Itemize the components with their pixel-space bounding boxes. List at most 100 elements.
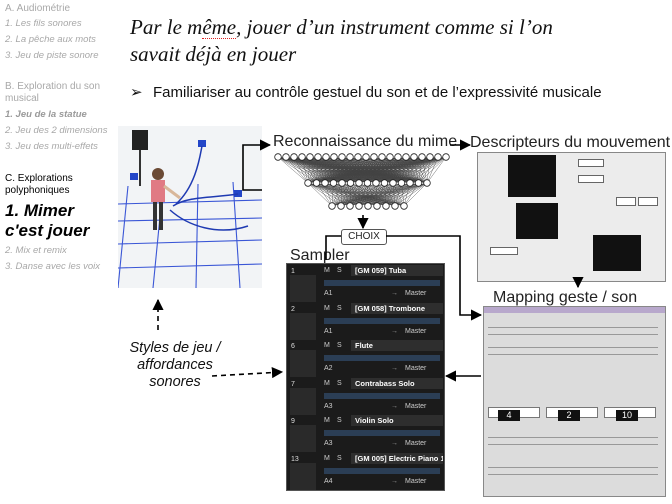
section-a-heading[interactable]: A. Audiométrie <box>5 3 71 14</box>
network-node <box>397 179 406 187</box>
route-arrow-icon: → <box>391 402 398 410</box>
styles-text-line-1: Styles de jeu / <box>129 340 221 356</box>
mute-button[interactable]: M <box>324 342 330 349</box>
network-node <box>400 202 408 210</box>
section-c-item-2[interactable]: 2. Mix et remix <box>5 245 67 256</box>
root-note[interactable]: A3 <box>324 440 333 447</box>
note-range-bar[interactable] <box>324 280 440 286</box>
mute-button[interactable]: M <box>324 304 330 312</box>
section-b-item-2[interactable]: 2. Jeu des 2 dimensions <box>5 125 108 136</box>
solo-button[interactable]: S <box>337 417 342 424</box>
network-node <box>380 179 389 187</box>
network-node <box>346 179 355 187</box>
spellcheck-underline <box>202 36 236 39</box>
network-node <box>282 153 290 161</box>
instrument-name[interactable]: Contrabass Solo <box>351 377 443 389</box>
root-note[interactable]: A1 <box>324 327 333 335</box>
instrument-name[interactable]: [GM 059] Tuba <box>351 265 443 276</box>
network-node <box>274 153 282 161</box>
note-range-bar[interactable] <box>324 392 440 399</box>
root-note[interactable]: A3 <box>324 402 333 410</box>
section-b-item-1[interactable]: 1. Jeu de la statue <box>5 109 87 120</box>
route-arrow-icon: → <box>391 290 398 297</box>
output-bus[interactable]: Master <box>405 365 427 372</box>
note-range-bar[interactable] <box>324 317 440 324</box>
recognition-label: Reconnaissance du mime <box>273 133 458 150</box>
root-note[interactable]: A1 <box>324 290 333 297</box>
output-bus[interactable]: Master <box>405 402 427 410</box>
note-range-bar[interactable] <box>324 355 440 361</box>
styles-text-line-3: sonores <box>149 374 201 390</box>
network-node <box>329 179 338 187</box>
route-arrow-icon: → <box>391 327 398 335</box>
section-a-item-2[interactable]: 2. La pêche aux mots <box>5 34 96 45</box>
network-node <box>298 153 306 161</box>
network-node <box>389 179 397 187</box>
instrument-name[interactable]: [GM 005] Electric Piano 1 <box>351 452 443 464</box>
descriptor-graph-3 <box>593 235 641 271</box>
network-node <box>418 153 426 161</box>
section-b-item-3[interactable]: 3. Jeu des multi-effets <box>5 141 98 152</box>
descriptor-graph-2 <box>516 203 558 239</box>
network-node <box>426 153 434 161</box>
track-number: 7 <box>291 380 295 388</box>
instrument-name[interactable]: [GM 058] Trombone <box>351 302 443 314</box>
instrument-thumbnail <box>290 462 316 490</box>
track-number: 2 <box>291 305 295 313</box>
instrument-thumbnail <box>290 350 316 377</box>
network-node <box>354 153 362 161</box>
instrument-name[interactable]: Flute <box>351 340 443 351</box>
output-bus[interactable]: Master <box>405 440 427 447</box>
output-bus[interactable]: Master <box>405 477 427 485</box>
sampler-label: Sampler <box>290 247 350 264</box>
solo-button[interactable]: S <box>337 342 342 349</box>
solo-button[interactable]: S <box>337 304 342 312</box>
network-node <box>434 153 442 161</box>
solo-button[interactable]: S <box>337 267 342 274</box>
output-bus[interactable]: Master <box>405 290 427 297</box>
network-node <box>330 153 338 161</box>
network-node <box>372 179 380 187</box>
mapping-value-2[interactable]: 2 <box>558 410 580 421</box>
section-b-heading[interactable]: B. Exploration du son musical <box>5 81 101 104</box>
network-node <box>382 202 390 210</box>
instrument-thumbnail <box>290 312 316 340</box>
mute-button[interactable]: M <box>324 417 330 424</box>
network-node <box>370 153 378 161</box>
instrument-name[interactable]: Violin Solo <box>351 415 443 426</box>
note-range-bar[interactable] <box>324 430 440 436</box>
mapping-value-1[interactable]: 4 <box>498 410 520 421</box>
section-c-heading[interactable]: C. Explorations polyphoniques <box>5 173 73 196</box>
descriptors-panel <box>477 152 666 282</box>
network-node <box>304 179 312 187</box>
section-c-item-3[interactable]: 3. Danse avec les voix <box>5 261 101 272</box>
neural-network-diagram <box>274 153 450 210</box>
section-a-item-3[interactable]: 3. Jeu de piste sonore <box>5 50 99 61</box>
network-node <box>328 202 336 210</box>
slide-title-line-1: Par le même, jouer d’un instrument comme… <box>130 15 553 39</box>
network-node <box>442 153 450 161</box>
network-node <box>337 202 345 210</box>
mute-button[interactable]: M <box>324 454 330 462</box>
network-node <box>290 153 298 161</box>
mute-button[interactable]: M <box>324 267 330 274</box>
section-a-item-1[interactable]: 1. Les fils sonores <box>5 18 82 29</box>
network-node <box>410 153 418 161</box>
network-node <box>423 179 431 187</box>
note-range-bar[interactable] <box>324 467 440 474</box>
root-note[interactable]: A2 <box>324 365 333 372</box>
solo-button[interactable]: S <box>337 454 342 462</box>
mapping-value-3[interactable]: 10 <box>616 410 638 421</box>
mute-button[interactable]: M <box>324 379 330 387</box>
section-c-active-item[interactable]: 1. Mimer c'est jouer <box>5 201 90 240</box>
root-note[interactable]: A4 <box>324 477 333 485</box>
output-bus[interactable]: Master <box>405 327 427 335</box>
solo-button[interactable]: S <box>337 379 342 387</box>
performer-photo-drawing <box>118 126 262 288</box>
